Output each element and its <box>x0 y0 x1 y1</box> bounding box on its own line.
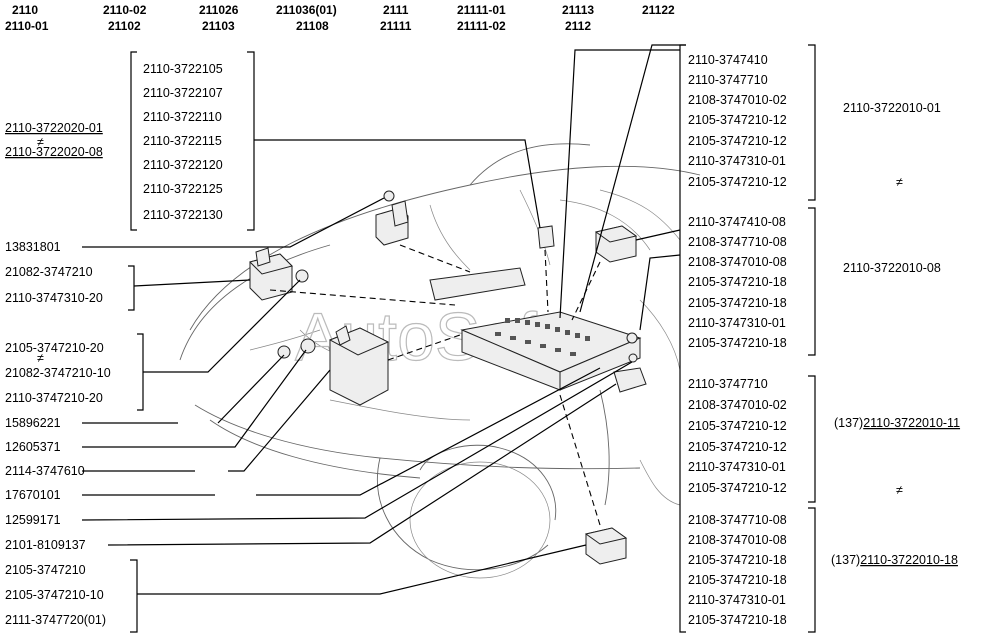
header-col-8-top: 21122 <box>642 3 675 17</box>
relay-left <box>249 247 293 301</box>
left-assembly-1: 2110-3722020-01 <box>5 121 103 135</box>
nut-small-2 <box>300 338 316 354</box>
list2-item-1: 2110-3747410-08 <box>688 215 786 229</box>
mounting-bracket <box>429 267 526 301</box>
control-unit <box>328 325 390 406</box>
label-17670101: 17670101 <box>5 488 61 502</box>
nut-small-1 <box>277 345 291 359</box>
label-12605371: 12605371 <box>5 440 61 454</box>
assembly-4: (137)2110-3722010-18 <box>831 553 958 567</box>
relay-with-bracket <box>375 190 409 246</box>
header-col-4-bottom: 21108 <box>296 19 329 33</box>
header-col-3-top: 211026 <box>199 3 239 17</box>
left-labels: 13831801 21082-3747210 2110-3747310-20 2… <box>5 197 633 633</box>
list3-item-5: 2110-3747310-01 <box>688 460 786 474</box>
label-13831801: 13831801 <box>5 240 61 254</box>
header-model-columns: 2110 2110-01 2110-02 21102 211026 21103 … <box>5 3 675 33</box>
fuse-item-6: 2110-3722125 <box>143 182 223 196</box>
fuse-item-1: 2110-3722105 <box>143 62 223 76</box>
right-assemblies: 2110-3722010-01 ≠ 2110-3722010-08 (137)2… <box>831 101 960 567</box>
list2-item-6: 2110-3747310-01 <box>688 316 786 330</box>
assembly-1: 2110-3722010-01 <box>843 101 941 115</box>
header-col-2-top: 2110-02 <box>103 3 147 17</box>
header-col-6-bottom: 21111-02 <box>457 19 506 33</box>
fuse-item-5: 2110-3722120 <box>143 158 223 172</box>
list4-item-3: 2105-3747210-18 <box>688 553 787 567</box>
assembly-4-prefix: (137) <box>831 553 860 567</box>
assembly-2: 2110-3722010-08 <box>843 261 941 275</box>
right-relay-lists: 2110-3747410 2110-3747710 2108-3747010-0… <box>559 44 816 633</box>
relay-right <box>594 225 638 263</box>
list4-item-2: 2108-3747010-08 <box>688 533 787 547</box>
relay-bottom <box>584 527 628 565</box>
assembly-neq-1: ≠ <box>896 175 903 189</box>
list2-item-4: 2105-3747210-18 <box>688 275 787 289</box>
screw <box>626 332 638 363</box>
list2-item-5: 2105-3747210-18 <box>688 296 787 310</box>
list1-item-2: 2110-3747710 <box>688 73 768 87</box>
list2-item-2: 2108-3747710-08 <box>688 235 787 249</box>
small-fuse <box>537 225 555 249</box>
list3-item-3: 2105-3747210-12 <box>688 419 787 433</box>
label-relay-2: 2110-3747310-20 <box>5 291 103 305</box>
list1-item-6: 2110-3747310-01 <box>688 154 786 168</box>
header-col-6-top: 21111-01 <box>457 3 506 17</box>
label-bottom-3: 2111-3747720(01) <box>5 613 106 627</box>
list4-item-5: 2110-3747310-01 <box>688 593 786 607</box>
list3-item-2: 2108-3747010-02 <box>688 398 787 412</box>
assembly-neq-2: ≠ <box>896 483 903 497</box>
label-mid-3: 2110-3747210-20 <box>5 391 103 405</box>
assembly-3-prefix: (137) <box>834 416 863 430</box>
label-mid-1: 2105-3747210-20 <box>5 341 104 355</box>
label-relay-1: 21082-3747210 <box>5 265 93 279</box>
label-mid-2: 21082-3747210-10 <box>5 366 111 380</box>
list2-item-3: 2108-3747010-08 <box>688 255 787 269</box>
header-col-4-top: 211036(01) <box>276 3 337 17</box>
label-2101-8109137: 2101-8109137 <box>5 538 86 552</box>
label-12599171: 12599171 <box>5 513 61 527</box>
list4-item-4: 2105-3747210-18 <box>688 573 787 587</box>
list3-item-4: 2105-3747210-12 <box>688 440 787 454</box>
header-col-7-top: 21113 <box>562 3 594 17</box>
list3-item-6: 2105-3747210-12 <box>688 481 787 495</box>
list3-item-1: 2110-3747710 <box>688 377 768 391</box>
assembly-4-code: 2110-3722010-18 <box>860 553 958 567</box>
fuse-box <box>460 311 642 391</box>
list4-item-6: 2105-3747210-18 <box>688 613 787 627</box>
left-assembly-2: 2110-3722020-08 <box>5 145 103 159</box>
header-col-3-bottom: 21103 <box>202 19 235 33</box>
header-col-5-bottom: 21111 <box>380 19 412 33</box>
list1-item-4: 2105-3747210-12 <box>688 113 787 127</box>
fuse-item-7: 2110-3722130 <box>143 208 223 222</box>
label-2114-3747610: 2114-3747610 <box>5 464 85 478</box>
left-assembly-neq: ≠ <box>37 135 44 149</box>
horn-bracket <box>613 367 647 393</box>
left-assembly-group: 2110-3722020-01 ≠ 2110-3722020-08 <box>5 121 103 159</box>
fuse-item-3: 2110-3722110 <box>143 110 222 124</box>
assembly-dashed-lines <box>269 244 601 526</box>
assembly-3-code: 2110-3722010-11 <box>863 416 960 430</box>
header-col-2-bottom: 21102 <box>108 19 141 33</box>
list2-item-7: 2105-3747210-18 <box>688 336 787 350</box>
list1-item-5: 2105-3747210-12 <box>688 134 787 148</box>
assembly-3: (137)2110-3722010-11 <box>834 416 960 430</box>
header-col-1-bottom: 2110-01 <box>5 19 49 33</box>
label-bottom-1: 2105-3747210 <box>5 563 86 577</box>
nut <box>295 269 309 283</box>
fuse-list: 2110-3722105 2110-3722107 2110-3722110 2… <box>130 51 541 231</box>
list1-item-7: 2105-3747210-12 <box>688 175 787 189</box>
list4-item-1: 2108-3747710-08 <box>688 513 787 527</box>
list1-item-1: 2110-3747410 <box>688 53 768 67</box>
label-mid-neq: ≠ <box>37 351 44 365</box>
label-bottom-2: 2105-3747210-10 <box>5 588 104 602</box>
fuse-item-4: 2110-3722115 <box>143 134 222 148</box>
header-col-7-bottom: 2112 <box>565 19 591 33</box>
header-col-1-top: 2110 <box>12 3 38 17</box>
header-col-5-top: 2111 <box>383 3 409 17</box>
label-15896221: 15896221 <box>5 416 61 430</box>
fuse-item-2: 2110-3722107 <box>143 86 223 100</box>
list1-item-3: 2108-3747010-02 <box>688 93 787 107</box>
